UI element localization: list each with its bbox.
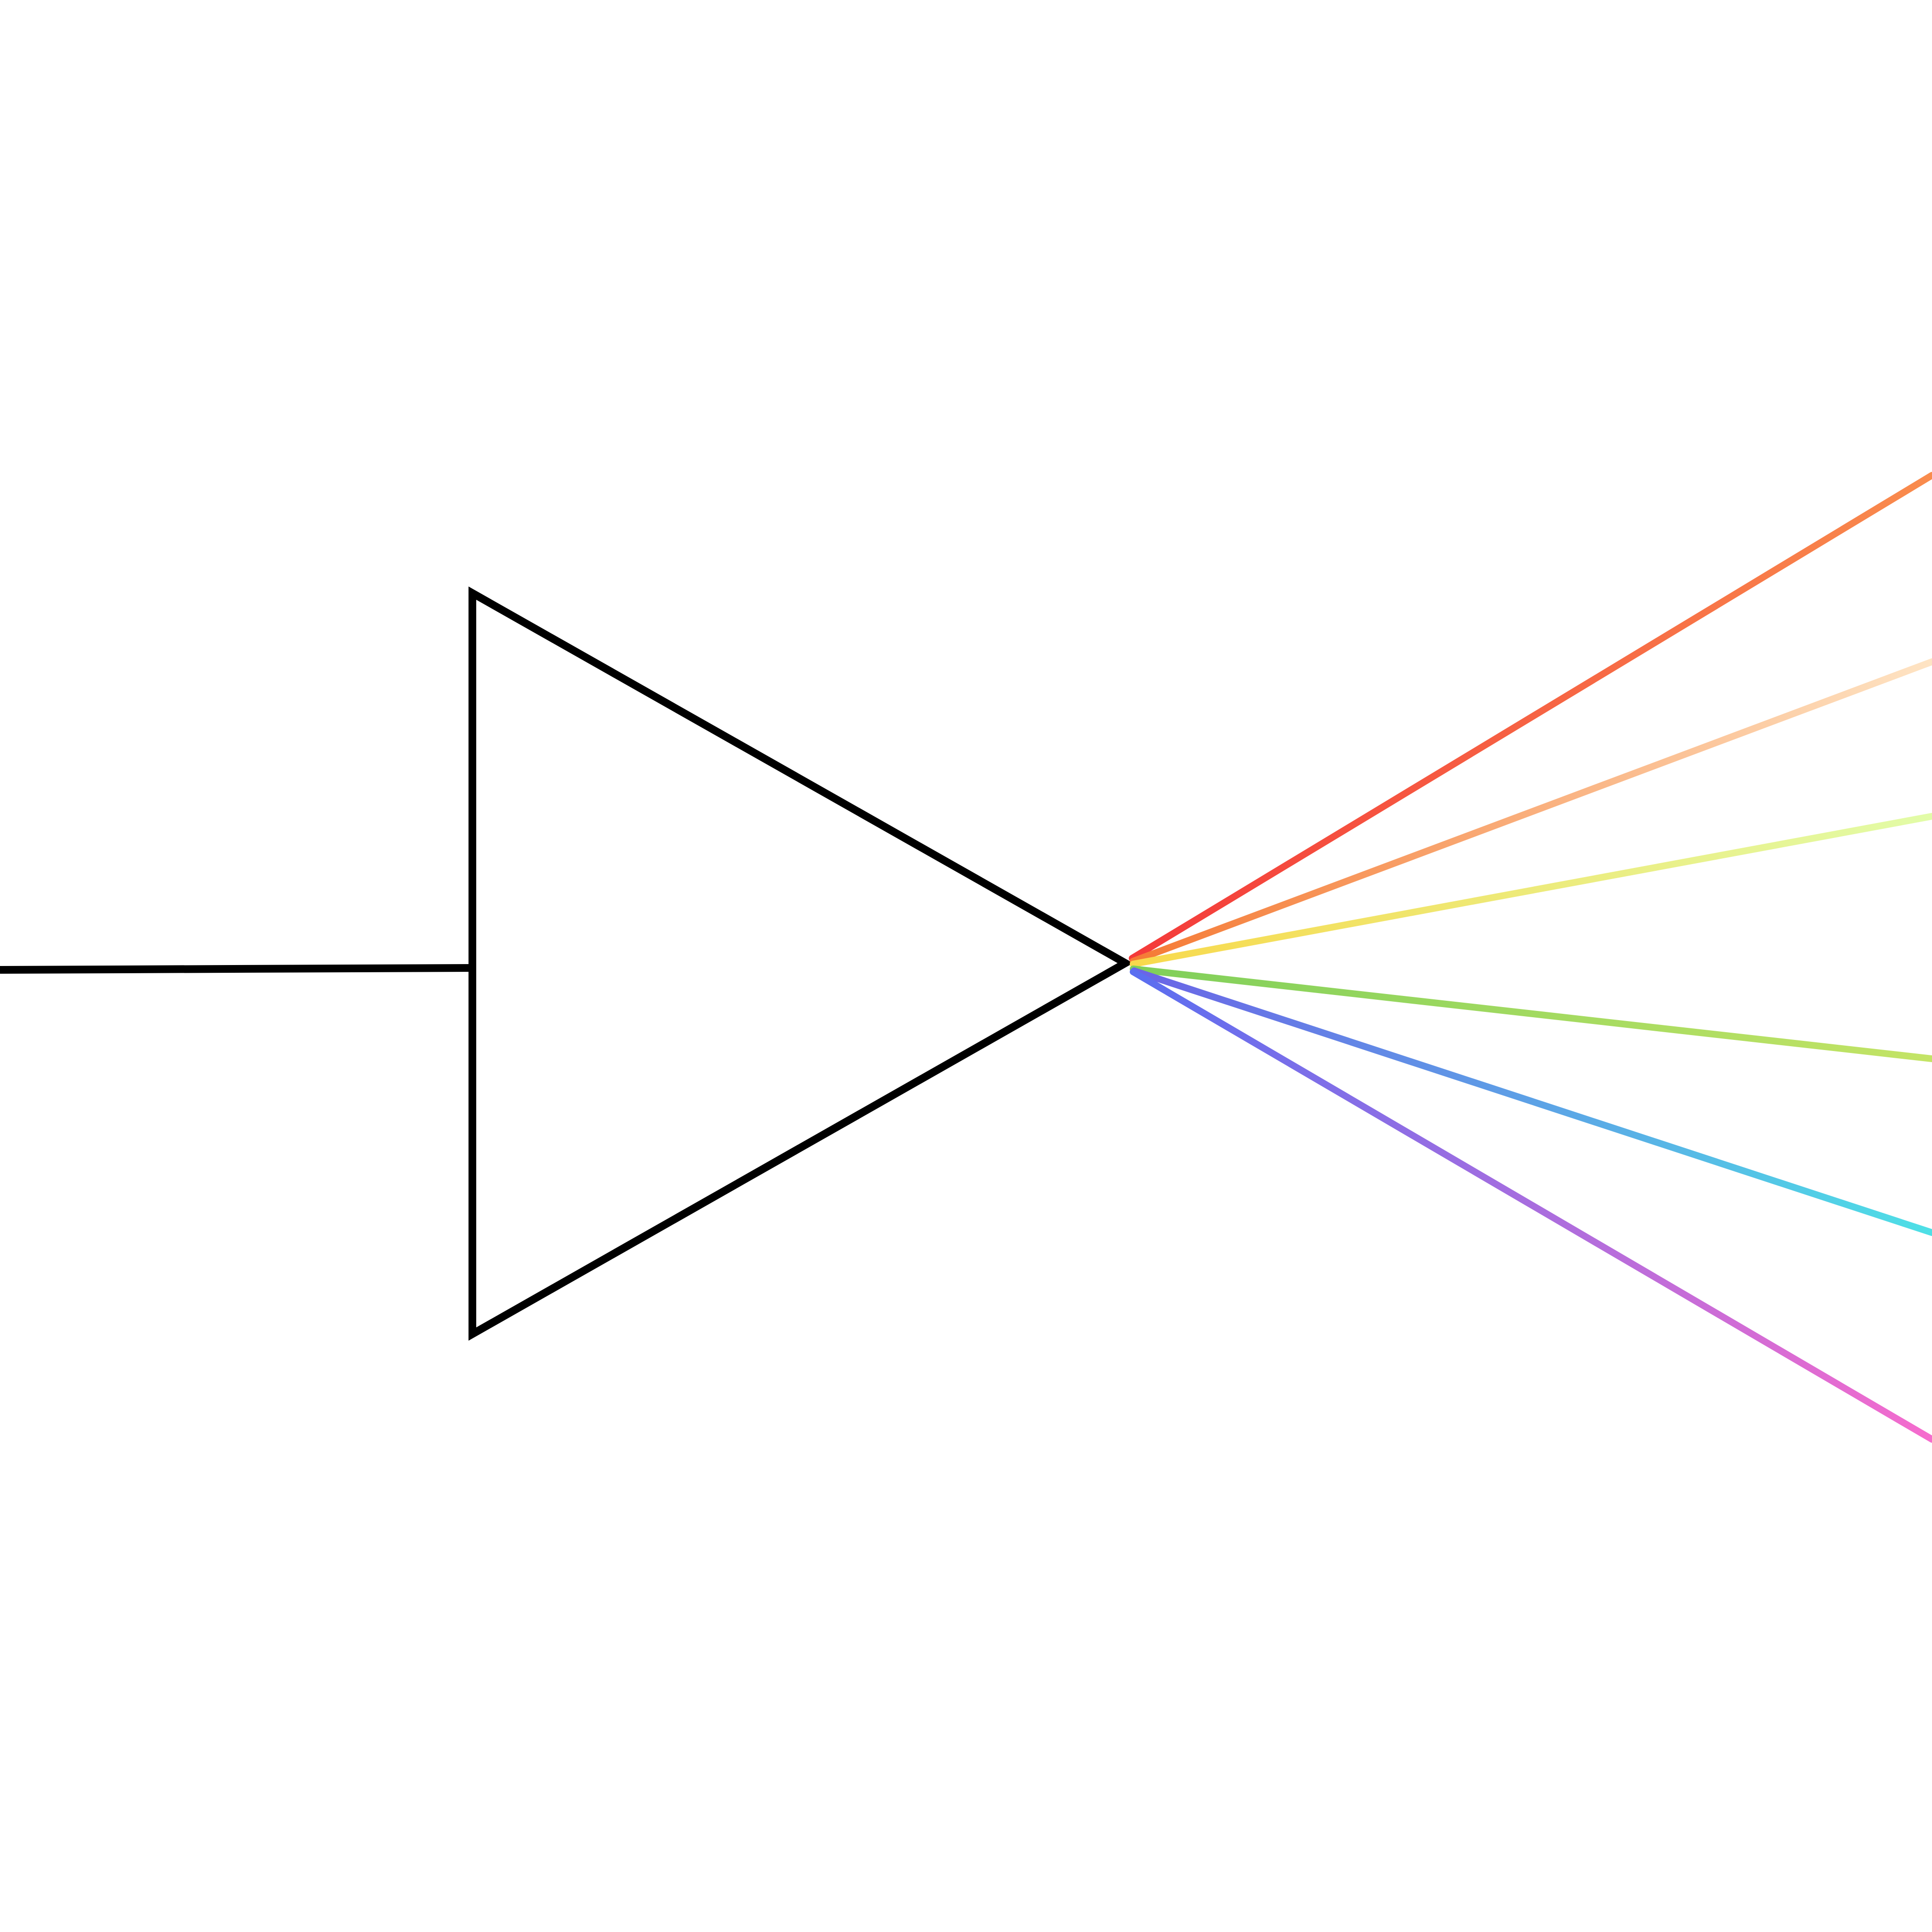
input-ray — [0, 968, 471, 970]
ray-yellow-lime — [1133, 816, 1932, 964]
prism-triangle — [472, 593, 1125, 1334]
spectrum-rays — [1132, 475, 1932, 1439]
ray-orange-peach — [1133, 662, 1932, 961]
ray-red-orange — [1132, 475, 1932, 958]
ray-blue-cyan — [1134, 971, 1932, 1233]
